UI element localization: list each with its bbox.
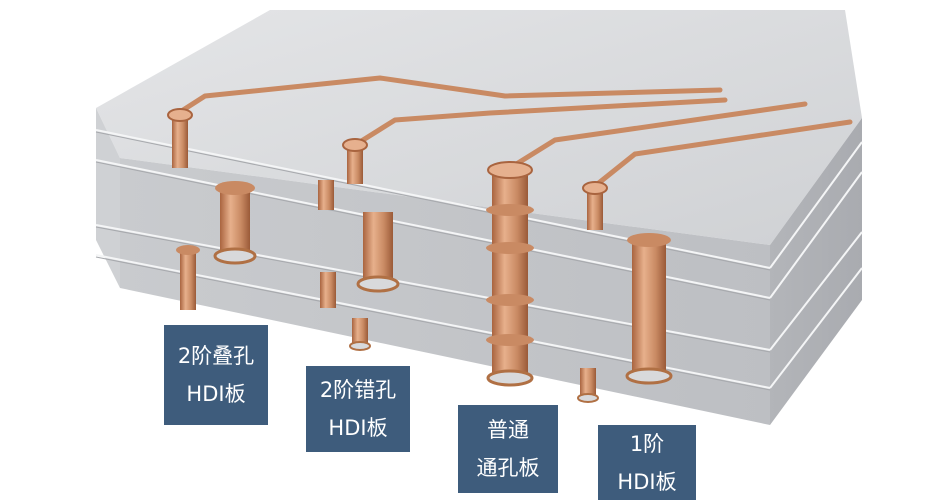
label-first-order-hdi: 1阶 HDI板 [598, 425, 696, 500]
trace-1 [177, 75, 723, 115]
label-first-order-line-2: HDI板 [617, 469, 677, 494]
copper-traces [177, 75, 853, 189]
label-staggered-hdi: 2阶错孔 HDI板 [306, 366, 410, 452]
label-through-line-1: 普通 [487, 418, 529, 442]
board-left-face [96, 108, 120, 288]
label-stacked-hdi: 2阶叠孔 HDI板 [164, 325, 268, 425]
trace-3 [507, 101, 808, 171]
via-first-order [577, 181, 673, 403]
label-staggered-line-2: HDI板 [328, 416, 388, 440]
board-end-face [770, 118, 862, 425]
label-through-line-2: 通孔板 [476, 456, 540, 480]
trace-4 [592, 119, 853, 189]
board-top-surface [96, 10, 862, 245]
via-stacked [167, 108, 257, 310]
via-staggered [318, 138, 400, 351]
label-first-order-line-1: 1阶 [629, 431, 665, 456]
label-through-hole: 普通 通孔板 [458, 405, 558, 493]
trace-2 [352, 97, 728, 148]
label-stacked-line-2: HDI板 [186, 382, 246, 406]
via-through [486, 161, 534, 387]
label-staggered-line-1: 2阶错孔 [319, 378, 397, 402]
label-stacked-line-1: 2阶叠孔 [177, 344, 255, 368]
